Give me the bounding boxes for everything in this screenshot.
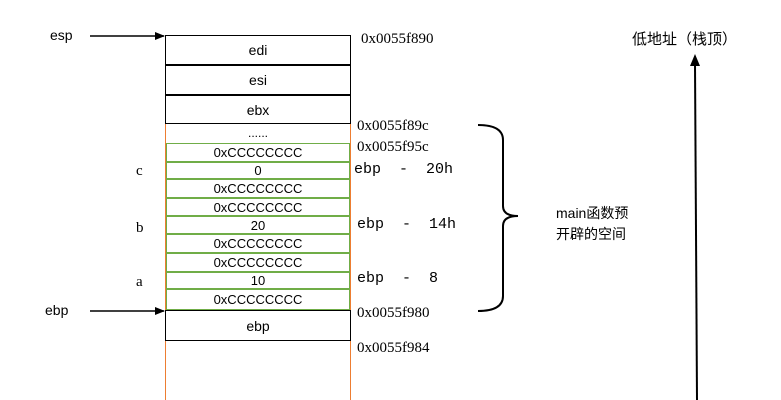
- stack-cell-ellipsis: ......: [166, 124, 350, 142]
- frame-cell-9: 0xCCCCCCCC: [166, 289, 350, 310]
- frame-cell-c: 0: [166, 162, 350, 179]
- stack-cell-ebx: ebx: [165, 95, 351, 124]
- cell-label: edi: [248, 42, 268, 58]
- stack-right-edge: [350, 118, 351, 400]
- frame-cell-6: 0xCCCCCCCC: [166, 234, 350, 253]
- address-below-ebp: 0x0055f984: [357, 340, 430, 356]
- frame-brace: [477, 124, 519, 312]
- brace-label-line1: main函数预: [556, 205, 629, 221]
- frame-cell-a: 10: [166, 272, 350, 289]
- cell-value: 0xCCCCCCCC: [213, 292, 303, 307]
- stack-cell-saved-ebp: ebp: [165, 310, 351, 341]
- offset-b: ebp - 14h: [357, 216, 457, 233]
- cell-value: 0xCCCCCCCC: [213, 145, 303, 160]
- cell-value: 0xCCCCCCCC: [213, 181, 303, 196]
- cell-value: 0xCCCCCCCC: [213, 199, 303, 215]
- cell-value: 10: [250, 273, 266, 288]
- offset-c: ebp - 20h: [354, 161, 454, 178]
- cell-label: ebx: [246, 101, 270, 118]
- cell-value: 0xCCCCCCCC: [213, 255, 303, 270]
- address-frame-top: 0x0055f89c: [357, 118, 429, 134]
- stack-cell-edi: edi: [165, 35, 351, 65]
- ellipsis-label: ......: [247, 126, 268, 140]
- variable-b-label: b: [136, 220, 144, 236]
- offset-a: ebp - 8: [357, 270, 439, 287]
- address-esp: 0x0055f890: [361, 31, 434, 47]
- stack-cell-esi: esi: [165, 65, 351, 95]
- variable-c-label: c: [136, 163, 143, 179]
- frame-cell-b: 20: [166, 216, 350, 234]
- esp-label: esp: [50, 27, 73, 43]
- cell-value: 0xCCCCCCCC: [213, 236, 303, 251]
- brace-label-line2: 开辟的空间: [556, 226, 626, 242]
- address-axis-line: [694, 63, 698, 400]
- address-axis-arrowhead: [690, 54, 700, 66]
- cell-value: 0: [254, 163, 262, 178]
- address-ebp: 0x0055f980: [357, 305, 430, 321]
- frame-cell-7: 0xCCCCCCCC: [166, 253, 350, 272]
- ebp-register-label: ebp: [45, 302, 69, 318]
- frame-cell-1: 0xCCCCCCCC: [166, 143, 350, 162]
- cell-value: 20: [250, 217, 266, 233]
- cell-label: ebp: [246, 317, 270, 334]
- low-address-label: 低地址（栈顶）: [632, 31, 738, 48]
- frame-cell-4: 0xCCCCCCCC: [166, 198, 350, 216]
- address-frame-first: 0x0055f95c: [357, 139, 429, 155]
- cell-label: esi: [249, 72, 267, 88]
- variable-a-label: a: [136, 274, 143, 290]
- frame-cell-3: 0xCCCCCCCC: [166, 179, 350, 198]
- stack-left-edge: [165, 118, 166, 400]
